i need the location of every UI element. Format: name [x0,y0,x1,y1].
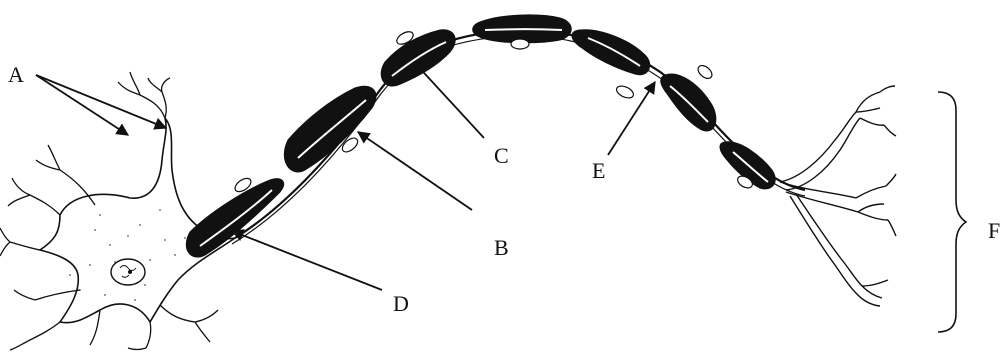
label-a: A [8,62,24,87]
bracket-f [938,92,966,332]
myelin-sheath [186,15,775,257]
arrow-c [414,62,484,138]
schwann-cell-nuclei [233,29,755,194]
label-d: D [393,291,409,316]
label-f: F [988,218,1000,243]
arrow-d [232,231,382,290]
label-e: E [592,158,605,183]
arrow-a-2 [36,75,166,128]
arrow-b [358,132,472,210]
label-b: B [494,235,509,260]
arrow-a-1 [36,75,128,135]
axon-terminals [780,86,896,306]
label-c: C [494,143,509,168]
